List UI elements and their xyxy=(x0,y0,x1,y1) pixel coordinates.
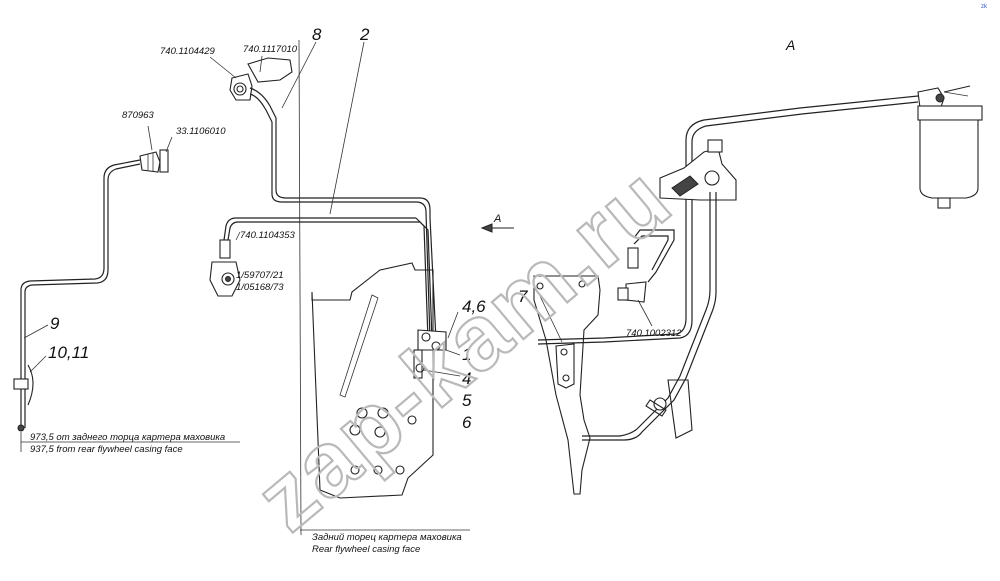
label-740-1117010: 740.1117010 xyxy=(243,44,298,55)
fuel-filter xyxy=(917,85,983,209)
label-740-1002312: 740.1002312 xyxy=(626,328,682,339)
note-dim-en: 937,5 from rear flywheel casing face xyxy=(30,444,183,455)
clamp-7 xyxy=(555,343,575,389)
pipe-vertical-right xyxy=(537,192,717,441)
note-face-en: Rear flywheel casing face xyxy=(312,544,420,555)
engine-plate xyxy=(311,262,434,499)
engine-plate-inner xyxy=(339,294,379,398)
num-4-6: 4,6 xyxy=(462,297,486,316)
num-5: 5 xyxy=(462,391,472,410)
pipe-2 xyxy=(249,87,437,341)
fitting-740-1104353 xyxy=(209,239,241,297)
site-logo: zk xyxy=(981,4,988,10)
pump-cluster xyxy=(659,139,737,201)
watermark: zap-kam.ru xyxy=(237,147,690,550)
num-4: 4 xyxy=(462,369,471,388)
label-740-1104353: 740.1104353 xyxy=(240,230,295,241)
pipe-9 xyxy=(13,159,141,432)
bracket-plate xyxy=(533,275,601,495)
svg-text:A: A xyxy=(493,213,501,225)
view-a-title: A xyxy=(785,37,795,53)
num-7: 7 xyxy=(518,287,528,306)
num-1: 1 xyxy=(462,345,471,364)
label-33-1106010: 33.1106010 xyxy=(176,126,226,137)
pipe-branch xyxy=(223,217,433,341)
plate-holes xyxy=(349,407,417,475)
view-arrow-a: A xyxy=(480,213,514,233)
note-dim-ru: 973,5 от заднего торца картера маховика xyxy=(30,432,225,443)
fitting-740-1104429 xyxy=(229,57,293,101)
lower-bracket xyxy=(645,379,693,439)
fitting-870963 xyxy=(139,149,169,173)
label-1-05168-73: 1/05168/73 xyxy=(236,282,284,293)
label-1-59707-21: 1/59707/21 xyxy=(236,270,284,281)
num-2: 2 xyxy=(359,25,370,44)
num-9: 9 xyxy=(50,314,60,333)
num-8: 8 xyxy=(312,25,322,44)
note-face-ru: Задний торец картера маховика xyxy=(312,532,462,543)
num-6: 6 xyxy=(462,413,472,432)
label-870963: 870963 xyxy=(122,110,154,121)
fitting-740-1002312 xyxy=(617,229,675,303)
label-740-1104429: 740.1104429 xyxy=(160,46,215,57)
num-10-11: 10,11 xyxy=(48,343,89,362)
pipe-upper-right xyxy=(685,95,919,222)
casing-face-line xyxy=(298,39,302,536)
